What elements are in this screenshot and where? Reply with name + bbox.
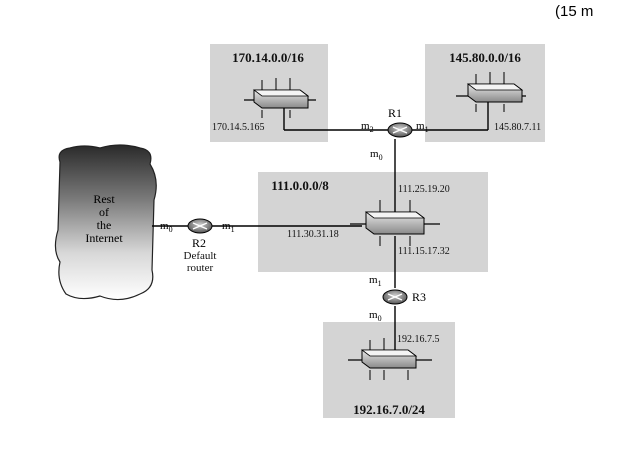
r1-iface-m0: m0 bbox=[370, 148, 383, 162]
r1-iface-m1: m1 bbox=[416, 120, 429, 134]
router-r2-name: R2 bbox=[192, 236, 206, 250]
network-192-box bbox=[323, 322, 455, 418]
internet-text-line1: Rest bbox=[93, 192, 115, 206]
switch-net111 bbox=[350, 200, 440, 246]
network-192-label: 192.16.7.0/24 bbox=[353, 402, 425, 417]
internet-cloud bbox=[54, 144, 157, 301]
network-111-label: 111.0.0.0/8 bbox=[271, 178, 329, 193]
router-r3-name: R3 bbox=[412, 290, 426, 304]
switch-net145 bbox=[456, 72, 526, 112]
router-r3-icon bbox=[382, 289, 408, 305]
switch-net192 bbox=[348, 338, 432, 380]
router-r2-subtitle-line1: Default bbox=[184, 250, 217, 262]
corner-text: (15 m bbox=[555, 3, 593, 20]
internet-text-line2: of bbox=[99, 205, 109, 219]
r3-iface-m1: m1 bbox=[369, 274, 382, 288]
ip-170-host: 170.14.5.165 bbox=[212, 122, 265, 133]
ip-111-r2: 111.30.31.18 bbox=[287, 229, 339, 240]
ip-192-r3: 192.16.7.5 bbox=[397, 334, 440, 345]
internet-text-line3: the bbox=[97, 218, 112, 232]
ip-111-r3: 111.15.17.32 bbox=[398, 246, 450, 257]
router-r2-icon bbox=[187, 218, 213, 234]
internet-text-line4: Internet bbox=[85, 231, 123, 245]
links bbox=[152, 102, 489, 350]
switch-net170 bbox=[244, 78, 316, 118]
r2-iface-m1: m1 bbox=[222, 220, 235, 234]
network-170-label: 170.14.0.0/16 bbox=[232, 50, 304, 65]
router-r1-name: R1 bbox=[388, 106, 402, 120]
network-145-label: 145.80.0.0/16 bbox=[449, 50, 521, 65]
router-r1-icon bbox=[387, 122, 413, 138]
r3-iface-m0: m0 bbox=[369, 309, 382, 323]
router-r2-subtitle-line2: router bbox=[187, 262, 214, 274]
ip-145-host: 145.80.7.11 bbox=[494, 122, 541, 133]
r1-iface-m2: m2 bbox=[361, 120, 374, 134]
ip-111-r1: 111.25.19.20 bbox=[398, 184, 450, 195]
r2-iface-m0: m0 bbox=[160, 220, 173, 234]
